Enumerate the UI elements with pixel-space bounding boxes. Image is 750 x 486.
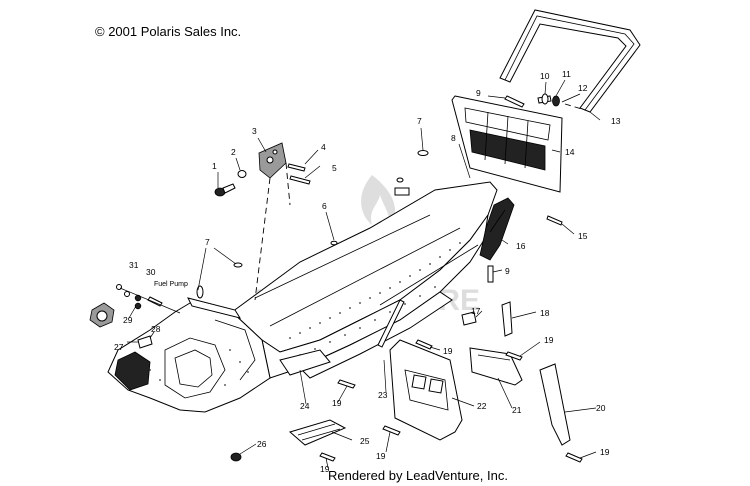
copyright-text: © 2001 Polaris Sales Inc.	[95, 24, 242, 39]
callout-12: 12	[578, 83, 588, 93]
spacer-17	[461, 311, 477, 326]
rendered-by-footer: Rendered by LeadVenture, Inc.	[328, 468, 508, 483]
bracket-25	[288, 419, 347, 446]
callout-21: 21	[512, 405, 522, 415]
bolt-4	[287, 163, 306, 172]
fuel-pump-plate	[89, 302, 115, 328]
callout-26: 26	[257, 439, 267, 449]
callout-2: 2	[231, 147, 236, 157]
rivet-pattern	[149, 242, 461, 386]
scuff-plate-24	[279, 349, 331, 376]
callout-3: 3	[252, 126, 257, 136]
running-board-22	[389, 339, 463, 441]
callout-19e: 19	[320, 464, 330, 474]
chassis-tunnel	[107, 150, 498, 413]
trim-piece-20	[539, 363, 571, 446]
callout-19b: 19	[544, 335, 554, 345]
callout-17: 17	[471, 306, 481, 316]
callout-7b: 7	[417, 116, 422, 126]
callout-9b: 9	[505, 266, 510, 276]
callout-19f: 19	[600, 447, 610, 457]
callout-13: 13	[611, 116, 621, 126]
leader-lines	[127, 79, 601, 469]
bolt-9-top	[504, 95, 525, 108]
bolt-9-side	[487, 265, 494, 283]
callout-24: 24	[300, 401, 310, 411]
callout-20: 20	[596, 403, 606, 413]
callout-8: 8	[451, 133, 456, 143]
footrest-rail-23	[377, 299, 405, 348]
callout-4: 4	[321, 142, 326, 152]
callout-22: 22	[477, 401, 487, 411]
callout-14: 14	[565, 147, 575, 157]
rear-end-cap-16	[479, 197, 515, 261]
callout-25: 25	[360, 436, 370, 446]
callout-5: 5	[332, 163, 337, 173]
callout-9a: 9	[476, 88, 481, 98]
fasteners-19	[319, 339, 583, 463]
fuel-pump-hardware	[116, 284, 181, 314]
fuel-pump-label: Fuel Pump	[154, 281, 188, 288]
callout-29: 29	[123, 315, 133, 325]
pin-15	[546, 215, 563, 226]
callout-18: 18	[540, 308, 550, 318]
callout-31: 31	[129, 260, 139, 270]
washer-2	[237, 170, 247, 178]
hose-27	[137, 335, 153, 349]
bolt-washer-nut-10-12	[537, 93, 586, 111]
bolt-5	[289, 175, 311, 185]
callout-19c: 19	[332, 398, 342, 408]
callout-30: 30	[146, 267, 156, 277]
callout-19d: 19	[376, 451, 386, 461]
callout-27: 27	[114, 342, 124, 352]
callout-28: 28	[151, 324, 161, 334]
snow-flap-14	[451, 95, 563, 193]
callout-6: 6	[322, 201, 327, 211]
callout-11: 11	[562, 69, 571, 79]
callout-1: 1	[212, 161, 217, 171]
fastener-26	[230, 452, 242, 462]
callout-23: 23	[378, 390, 388, 400]
callout-numbers: 1 2 3 4 5 6 7 7 8 9 9 10 11 12 13 14 15 …	[114, 69, 621, 474]
bolt-1	[214, 183, 236, 197]
rear-bumper-13	[499, 9, 641, 113]
callout-15: 15	[578, 231, 588, 241]
callout-16: 16	[516, 241, 526, 251]
callout-19a: 19	[443, 346, 453, 356]
callout-7a: 7	[205, 237, 210, 247]
callout-10: 10	[540, 71, 550, 81]
bolt-18	[501, 301, 513, 337]
footrest-21	[469, 347, 523, 386]
